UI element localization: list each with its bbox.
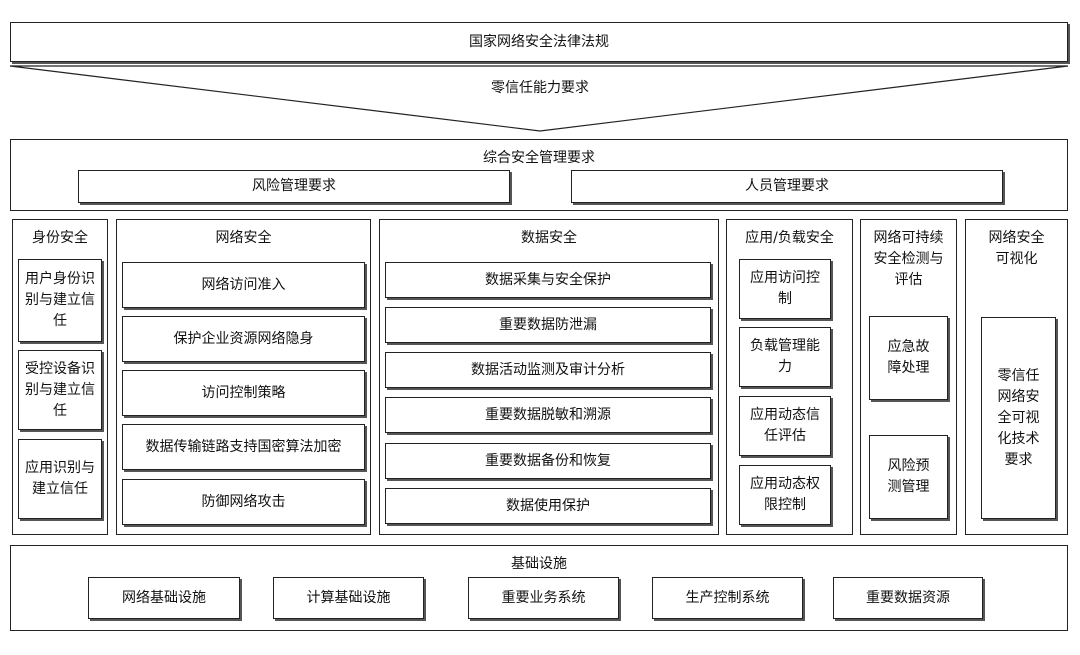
risk-management-label: 风险管理要求: [252, 178, 336, 194]
infrastructure-item: 生产控制系统: [652, 577, 803, 619]
data-security-title: 数据安全: [521, 230, 577, 246]
visualization-title: 网络安全可视化: [988, 230, 1045, 267]
app-item: 应用访问控制: [739, 259, 831, 319]
data-item: 重要数据防泄漏: [385, 307, 711, 343]
infrastructure-item: 重要业务系统: [468, 577, 619, 619]
zero-trust-requirement-label: 零信任能力要求: [491, 80, 589, 96]
identity-item: 用户身份识别与建立信任: [18, 259, 102, 342]
infrastructure-title: 基础设施: [511, 556, 567, 572]
network-security-title: 网络安全: [215, 230, 272, 246]
law-banner-label: 国家网络安全法律法规: [469, 33, 609, 50]
data-item: 重要数据备份和恢复: [385, 443, 711, 479]
identity-item: 应用识别与建立信任: [18, 439, 102, 519]
data-item: 重要数据脱敏和溯源: [385, 397, 711, 433]
personnel-management-label: 人员管理要求: [745, 178, 829, 194]
personnel-management-box: 人员管理要求: [571, 170, 1003, 203]
continuous-item: 风险预测管理: [869, 435, 948, 519]
app-item: 负载管理能力: [739, 327, 831, 387]
risk-management-box: 风险管理要求: [78, 170, 510, 203]
network-item: 访问控制策略: [122, 370, 365, 416]
zero-trust-funnel: [9, 65, 1069, 132]
law-banner: 国家网络安全法律法规: [10, 22, 1068, 62]
app-item: 应用动态信任评估: [739, 396, 831, 456]
data-item: 数据活动监测及审计分析: [385, 352, 711, 388]
infrastructure-item: 计算基础设施: [273, 577, 424, 619]
visualization-item: 零信任网络安全可视化技术要求: [981, 317, 1056, 519]
data-item: 数据使用保护: [385, 488, 711, 524]
data-item: 数据采集与安全保护: [385, 262, 711, 298]
funnel-triangle: [9, 65, 1069, 132]
infrastructure-item: 重要数据资源: [833, 577, 983, 619]
management-title: 综合安全管理要求: [483, 150, 595, 166]
continuous-item: 应急故障处理: [869, 316, 948, 400]
network-item: 防御网络攻击: [122, 479, 365, 525]
network-item: 保护企业资源网络隐身: [122, 316, 365, 362]
infrastructure-item: 网络基础设施: [88, 577, 240, 619]
network-item: 网络访问准入: [122, 262, 365, 308]
identity-item: 受控设备识别与建立信任: [18, 350, 102, 430]
app-security-title: 应用/负载安全: [745, 230, 834, 246]
app-item: 应用动态权限控制: [739, 465, 831, 525]
identity-security-title: 身份安全: [32, 230, 88, 246]
network-item: 数据传输链路支持国密算法加密: [122, 424, 365, 470]
continuous-security-title: 网络可持续安全检测与评估: [873, 230, 944, 288]
